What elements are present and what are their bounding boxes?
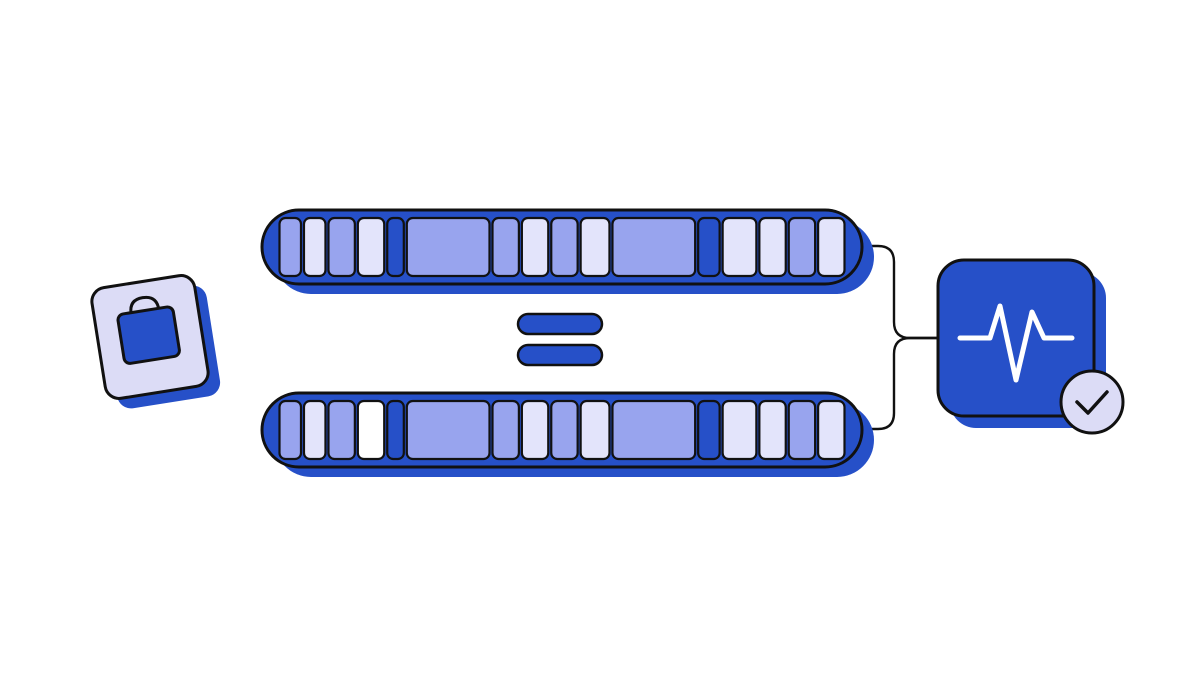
strip-segment	[386, 399, 405, 461]
heartbeat-node	[936, 258, 1125, 435]
strip-segment	[697, 216, 721, 278]
strip-segment	[327, 399, 356, 461]
strip-segment	[302, 399, 327, 461]
connector-top	[862, 244, 940, 340]
strip-segment	[278, 399, 303, 461]
top-sequence-strip	[260, 208, 874, 294]
strip-segment	[550, 216, 579, 278]
strip-segment	[520, 399, 550, 461]
shopping-bag-icon	[116, 295, 181, 365]
heartbeat-node-face	[936, 258, 1096, 418]
strip-segment	[386, 216, 405, 278]
equals-icon	[516, 312, 604, 367]
strip-segment	[817, 399, 846, 461]
strip-segment	[721, 399, 758, 461]
connector-lines	[862, 244, 940, 431]
strip-segment	[405, 216, 491, 278]
strip-segment	[278, 216, 303, 278]
strip-segment	[611, 216, 697, 278]
strip-segment	[611, 399, 697, 461]
connector-bottom	[862, 336, 940, 431]
check-badge	[1059, 369, 1125, 435]
bottom-sequence-strip	[260, 391, 874, 477]
strip-segment	[356, 399, 386, 461]
strip-segment	[758, 216, 787, 278]
strip-segment	[758, 399, 787, 461]
strip-segment	[520, 216, 550, 278]
strip-segment	[302, 216, 327, 278]
strip-segment	[697, 399, 721, 461]
shopping-bag-tile	[90, 274, 221, 409]
strip-segment	[817, 216, 846, 278]
strip-segment	[327, 216, 356, 278]
strip-segment	[491, 399, 520, 461]
strip-segment	[721, 216, 758, 278]
heartbeat-icon	[957, 303, 1075, 383]
strip-segment	[491, 216, 520, 278]
strip-segment	[405, 399, 491, 461]
strip-segment	[787, 216, 817, 278]
strip-segment	[550, 399, 579, 461]
strip-outline	[260, 208, 864, 286]
check-icon	[1075, 390, 1109, 415]
strip-segment	[787, 399, 817, 461]
strip-outline	[260, 391, 864, 469]
strip-segment	[579, 216, 611, 278]
strip-segment	[579, 399, 611, 461]
strip-segment	[356, 216, 386, 278]
